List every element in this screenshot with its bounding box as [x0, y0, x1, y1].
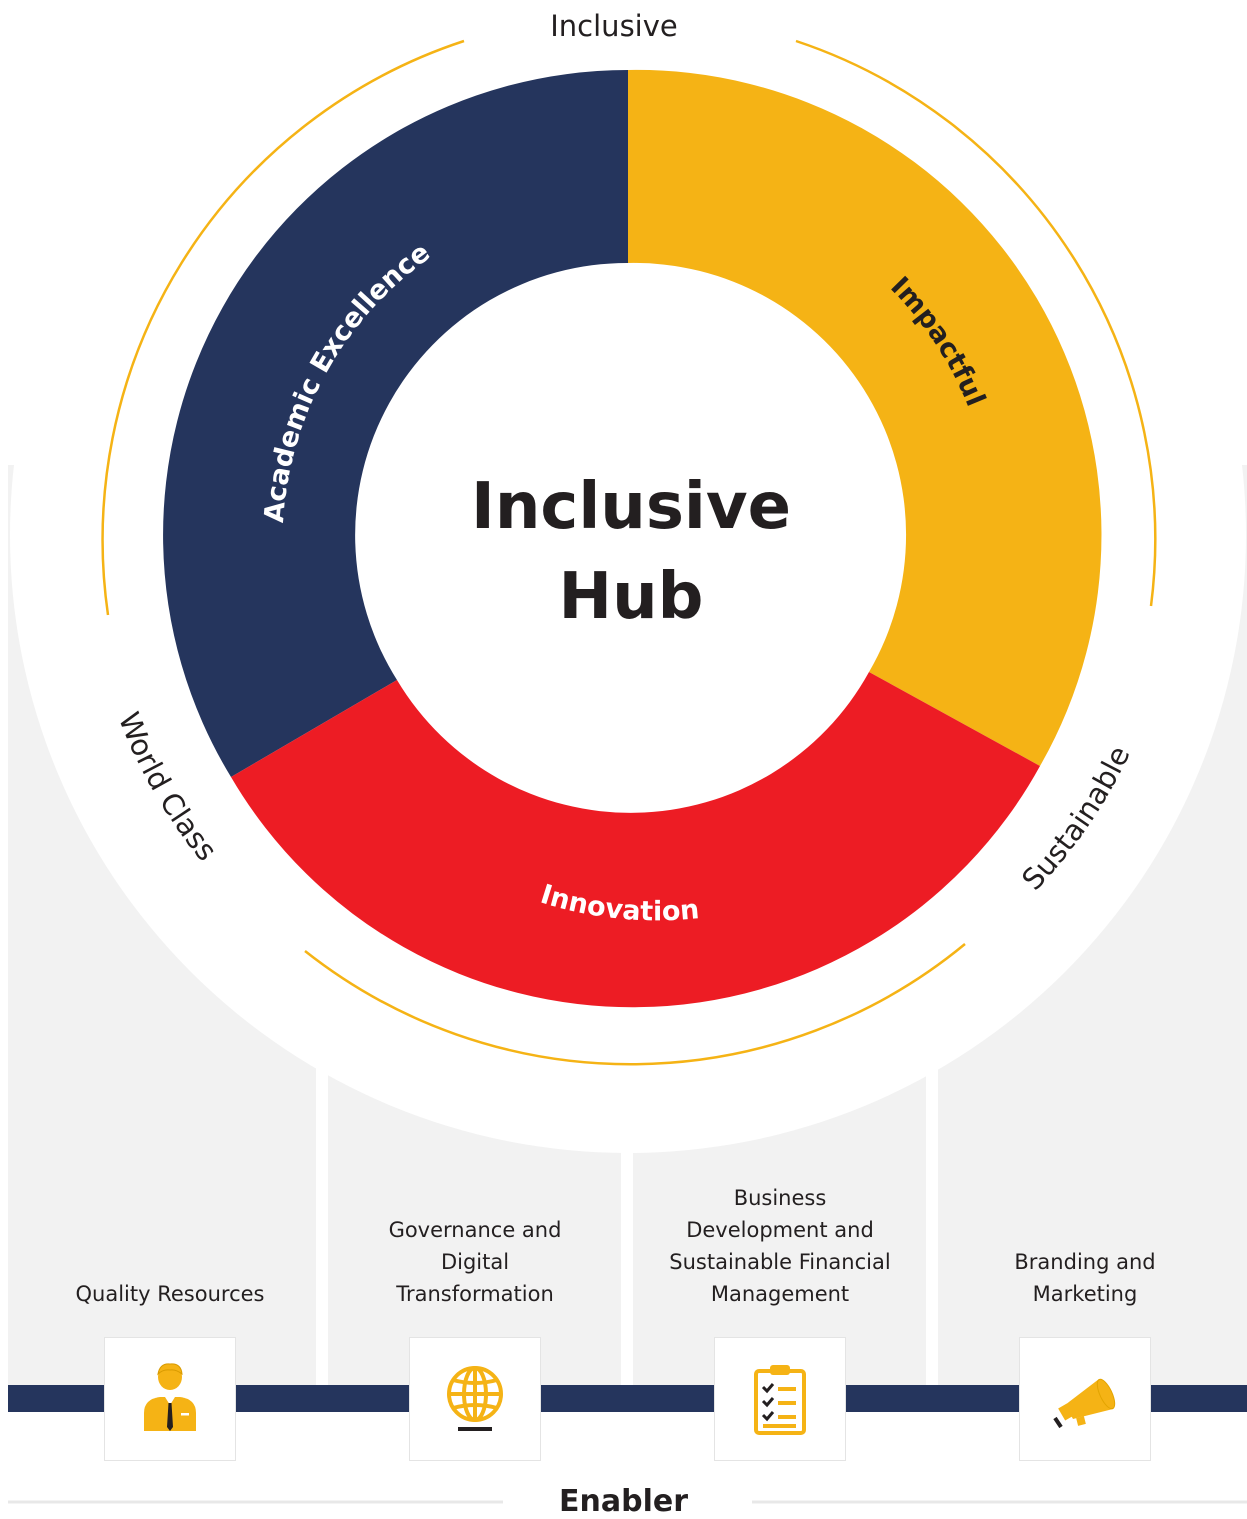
donut-ring	[163, 69, 1102, 1008]
enabler-label-governance: Governance and Digital Transformation	[388, 1218, 562, 1306]
hub-title-line2: Hub	[559, 560, 704, 634]
outer-arc-top-left	[101, 39, 465, 616]
icon-box-quality-resources	[104, 1337, 236, 1461]
segment-innovation[interactable]	[231, 672, 1040, 1008]
globe-icon	[447, 1366, 503, 1431]
outer-arc-top-right	[795, 39, 1157, 607]
enabler-label-quality-resources: Quality Resources	[75, 1282, 265, 1306]
megaphone-icon	[1053, 1378, 1116, 1429]
businessman-icon	[144, 1363, 196, 1431]
icon-box-governance	[409, 1337, 541, 1461]
outer-label-inclusive: Inclusive	[550, 9, 677, 43]
hub-title-line1: Inclusive	[471, 470, 791, 544]
icon-box-business-development	[714, 1337, 846, 1461]
clipboard-checklist-icon	[754, 1365, 806, 1435]
enabler-label-business-development: Business Development and Sustainable Fin…	[669, 1186, 891, 1306]
segment-academic-excellence[interactable]	[163, 70, 628, 777]
footer-title-enabler: Enabler	[559, 1484, 688, 1519]
icon-box-branding	[1019, 1337, 1151, 1461]
outer-arc-bottom	[304, 943, 966, 1066]
enabler-label-branding: Branding and Marketing	[1014, 1250, 1156, 1306]
outer-ring-arcs	[101, 39, 1157, 1066]
segment-impactful[interactable]	[628, 69, 1102, 766]
